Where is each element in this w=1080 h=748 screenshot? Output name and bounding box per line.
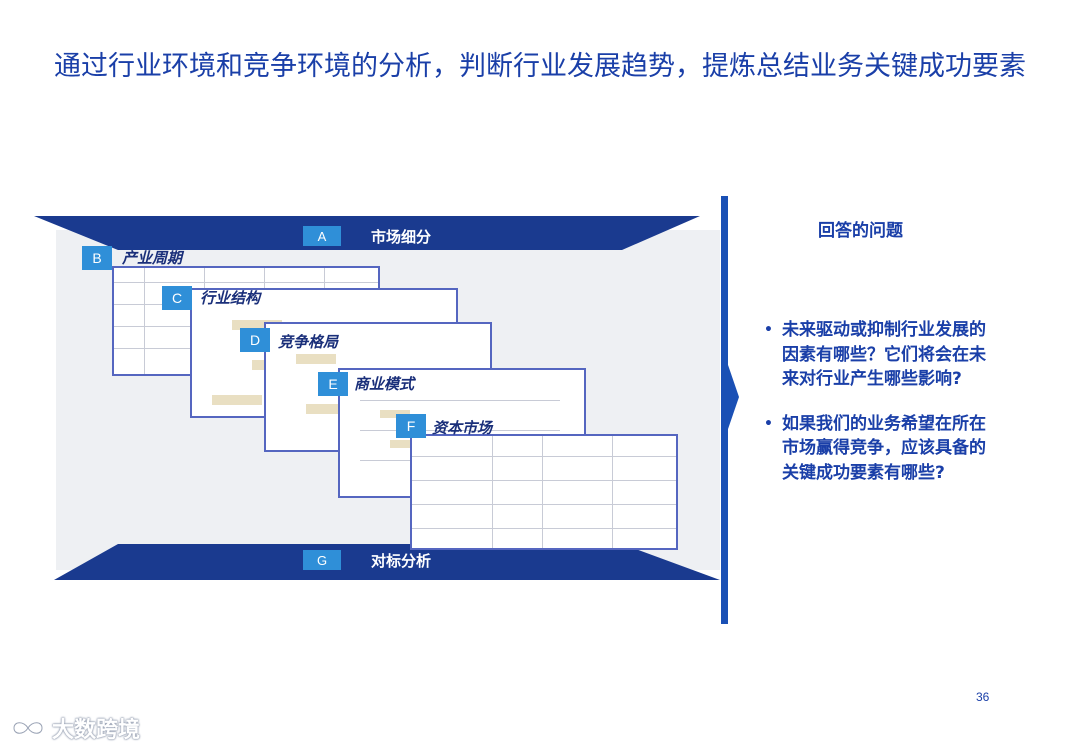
questions-heading: 回答的问题 <box>818 221 903 241</box>
sheet-b-title: 产业周期 <box>122 249 183 267</box>
bottom-banner-label: 对标分析 <box>371 552 432 570</box>
bullet-icon: • <box>764 322 773 338</box>
sheet-capital-market <box>410 434 678 550</box>
banner-a-letter: A <box>303 226 341 246</box>
analysis-diagram: A 市场细分 G 对标分析 <box>30 210 735 590</box>
divider-arrow-icon <box>727 362 739 432</box>
top-banner-label: 市场细分 <box>371 228 432 246</box>
watermark: 大数跨境 <box>10 712 140 744</box>
questions-list: • 未来驱动或抑制行业发展的因素有哪些？它们将会在未来对行业产生哪些影响? • … <box>760 318 990 505</box>
slide-title: 通过行业环境和竞争环境的分析，判断行业发展趋势，提炼总结业务关键成功要素 <box>54 51 1026 82</box>
sheet-d-title: 竞争格局 <box>278 333 339 351</box>
sheet-e-title: 商业模式 <box>354 375 415 393</box>
sheet-c-title: 行业结构 <box>200 289 261 307</box>
sheet-f-title: 资本市场 <box>432 419 493 437</box>
banner-g-letter: G <box>303 550 341 570</box>
sheet-f-letter: F <box>396 414 426 438</box>
page-number: 36 <box>976 690 990 704</box>
question-item: • 如果我们的业务希望在所在市场赢得竞争，应该具备的关键成功要素有哪些? <box>760 412 990 486</box>
bullet-icon: • <box>764 415 773 432</box>
top-banner-shape <box>34 216 700 250</box>
infinity-logo-icon <box>12 721 44 735</box>
watermark-text: 大数跨境 <box>52 718 141 743</box>
sheet-c-letter: C <box>162 286 192 310</box>
sheet-e-letter: E <box>318 372 348 396</box>
question-item: • 未来驱动或抑制行业发展的因素有哪些？它们将会在未来对行业产生哪些影响? <box>760 318 990 392</box>
question-text: 未来驱动或抑制行业发展的因素有哪些？它们将会在未来对行业产生哪些影响? <box>782 320 986 389</box>
question-text: 如果我们的业务希望在所在市场赢得竞争，应该具备的关键成功要素有哪些? <box>782 413 986 483</box>
sheet-b-letter: B <box>82 246 112 270</box>
sheet-d-letter: D <box>240 328 270 352</box>
bottom-banner-shape <box>54 544 720 580</box>
section-divider <box>721 196 728 624</box>
diagram-banners <box>34 216 720 580</box>
